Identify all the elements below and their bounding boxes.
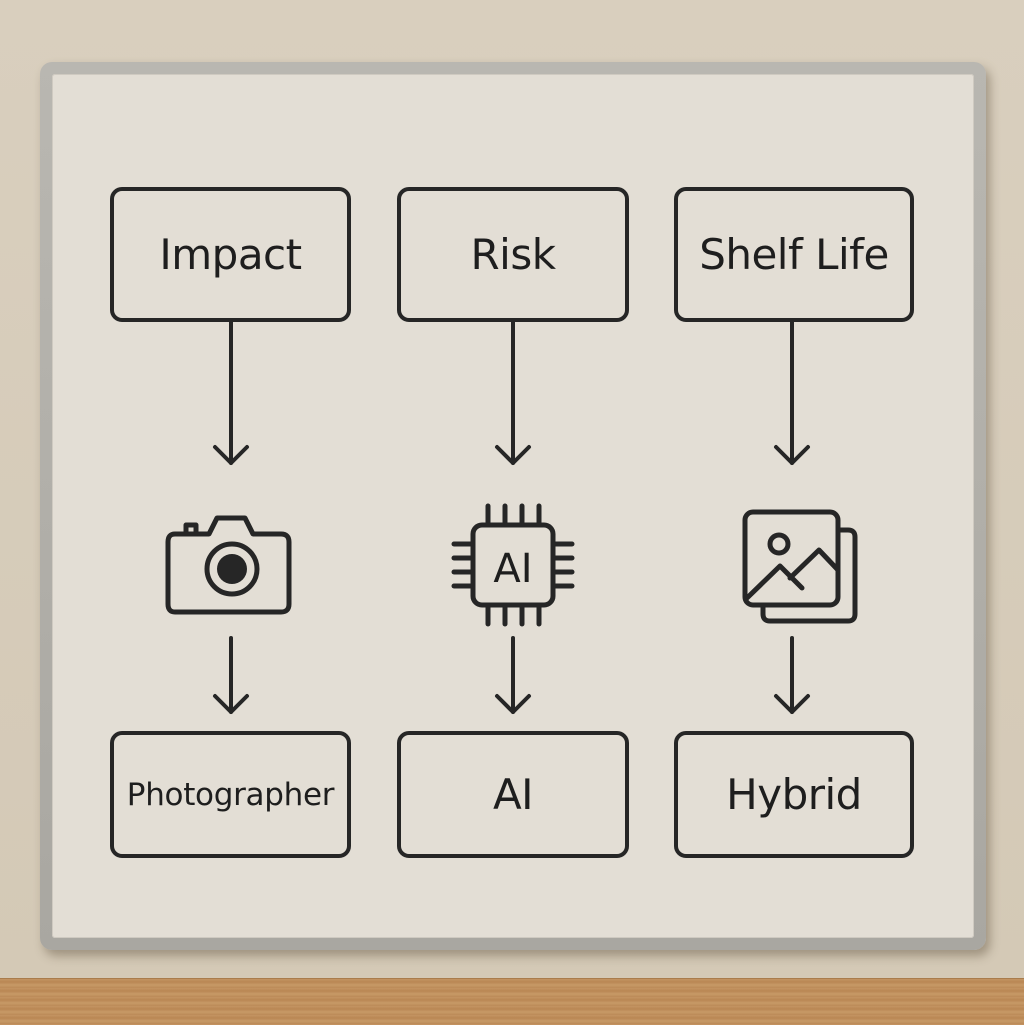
result-label: AI — [492, 770, 534, 819]
ai-chip-icon: AI — [451, 503, 575, 627]
criterion-label: Risk — [470, 230, 556, 279]
criterion-label: Impact — [159, 230, 302, 279]
chip-label: AI — [493, 546, 532, 592]
arrow-down-icon — [495, 636, 531, 714]
criterion-box-shelf-life: Shelf Life — [674, 187, 914, 322]
arrow-down-icon — [774, 636, 810, 714]
result-label: Hybrid — [726, 770, 862, 819]
whiteboard-surface — [52, 74, 974, 938]
wooden-shelf — [0, 978, 1024, 1025]
image-stack-icon — [742, 509, 858, 624]
arrow-down-icon — [213, 636, 249, 714]
result-box-photographer: Photographer — [110, 731, 351, 858]
arrow-down-icon — [774, 320, 810, 465]
camera-icon — [165, 515, 292, 615]
whiteboard-frame — [40, 62, 986, 950]
result-box-ai: AI — [397, 731, 629, 858]
criterion-label: Shelf Life — [699, 230, 889, 279]
arrow-down-icon — [213, 320, 249, 465]
arrow-down-icon — [495, 320, 531, 465]
result-label: Photographer — [126, 776, 335, 813]
criterion-box-impact: Impact — [110, 187, 351, 322]
result-box-hybrid: Hybrid — [674, 731, 914, 858]
